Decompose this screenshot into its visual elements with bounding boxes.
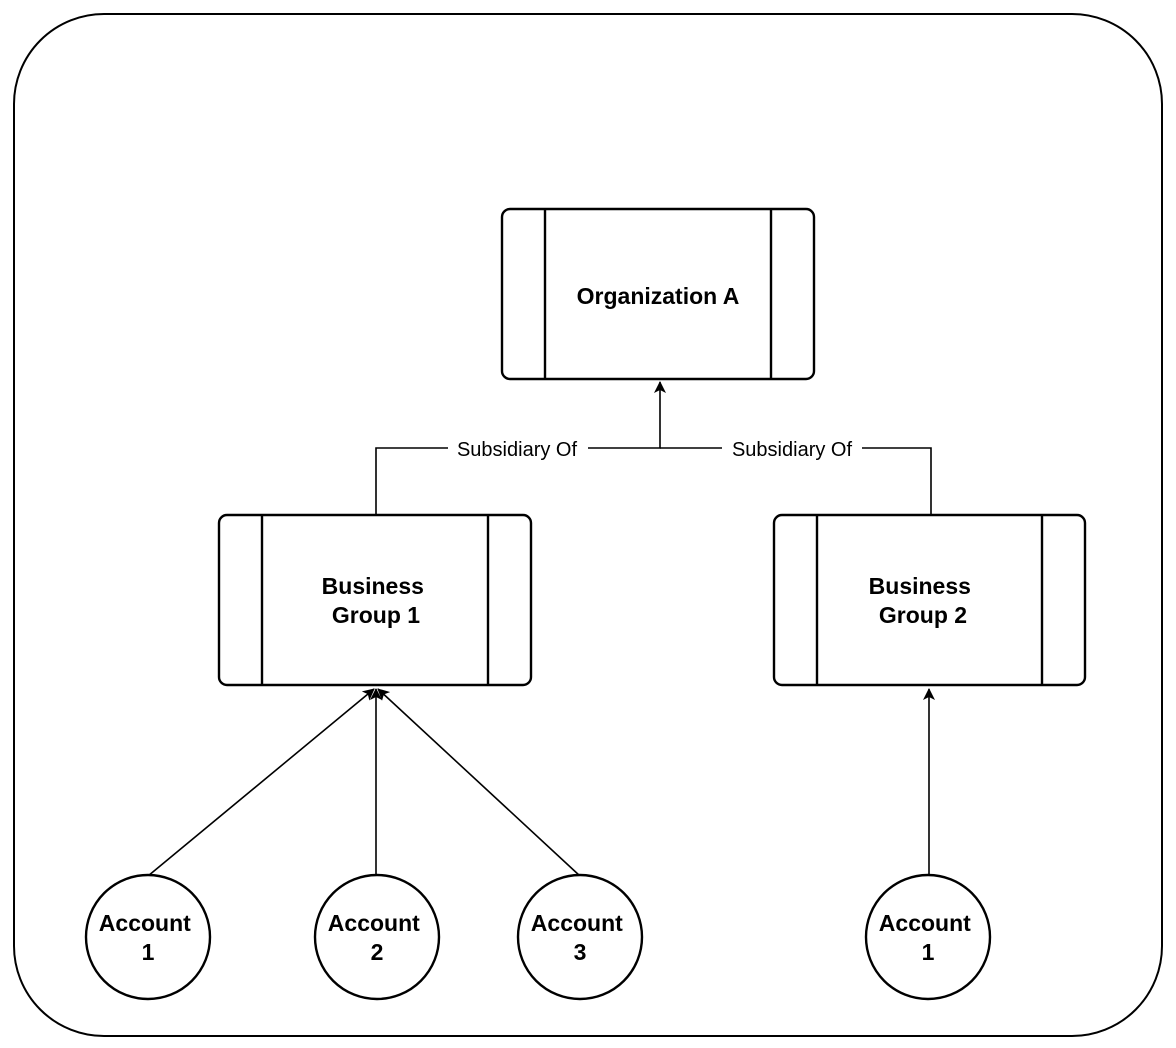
connector-account1-to-group1 bbox=[147, 688, 375, 877]
edge-label-left-bg bbox=[448, 436, 588, 460]
node-account-1-group-2-label: Account 1 bbox=[879, 910, 977, 965]
edge-label-right: Subsidiary Of bbox=[732, 439, 852, 461]
node-business-group-1: Business Group 1 bbox=[217, 513, 533, 687]
node-business-group-2-label: Business Group 2 bbox=[869, 573, 978, 628]
node-account-1-label: Account 1 bbox=[99, 910, 197, 965]
node-business-group-2: Business Group 2 bbox=[772, 513, 1087, 687]
edge-label-right-bg bbox=[722, 436, 862, 460]
edge-label-left: Subsidiary Of bbox=[457, 439, 577, 461]
node-account-3: Account 3 bbox=[516, 873, 644, 1001]
node-business-group-1-label: Business Group 1 bbox=[322, 573, 431, 628]
connector-account3-to-group1 bbox=[377, 688, 581, 877]
node-account-3-label: Account 3 bbox=[531, 910, 629, 965]
node-account-1: Account 1 bbox=[84, 873, 212, 1001]
node-organization-a-label: Organization A bbox=[577, 283, 740, 309]
node-account-1-group-2: Account 1 bbox=[864, 873, 992, 1001]
connectors bbox=[147, 381, 935, 877]
node-organization-a: Organization A bbox=[500, 207, 816, 381]
node-account-2-label: Account 2 bbox=[328, 910, 426, 965]
outer-frame bbox=[13, 13, 1163, 1037]
node-account-2: Account 2 bbox=[313, 873, 441, 1001]
